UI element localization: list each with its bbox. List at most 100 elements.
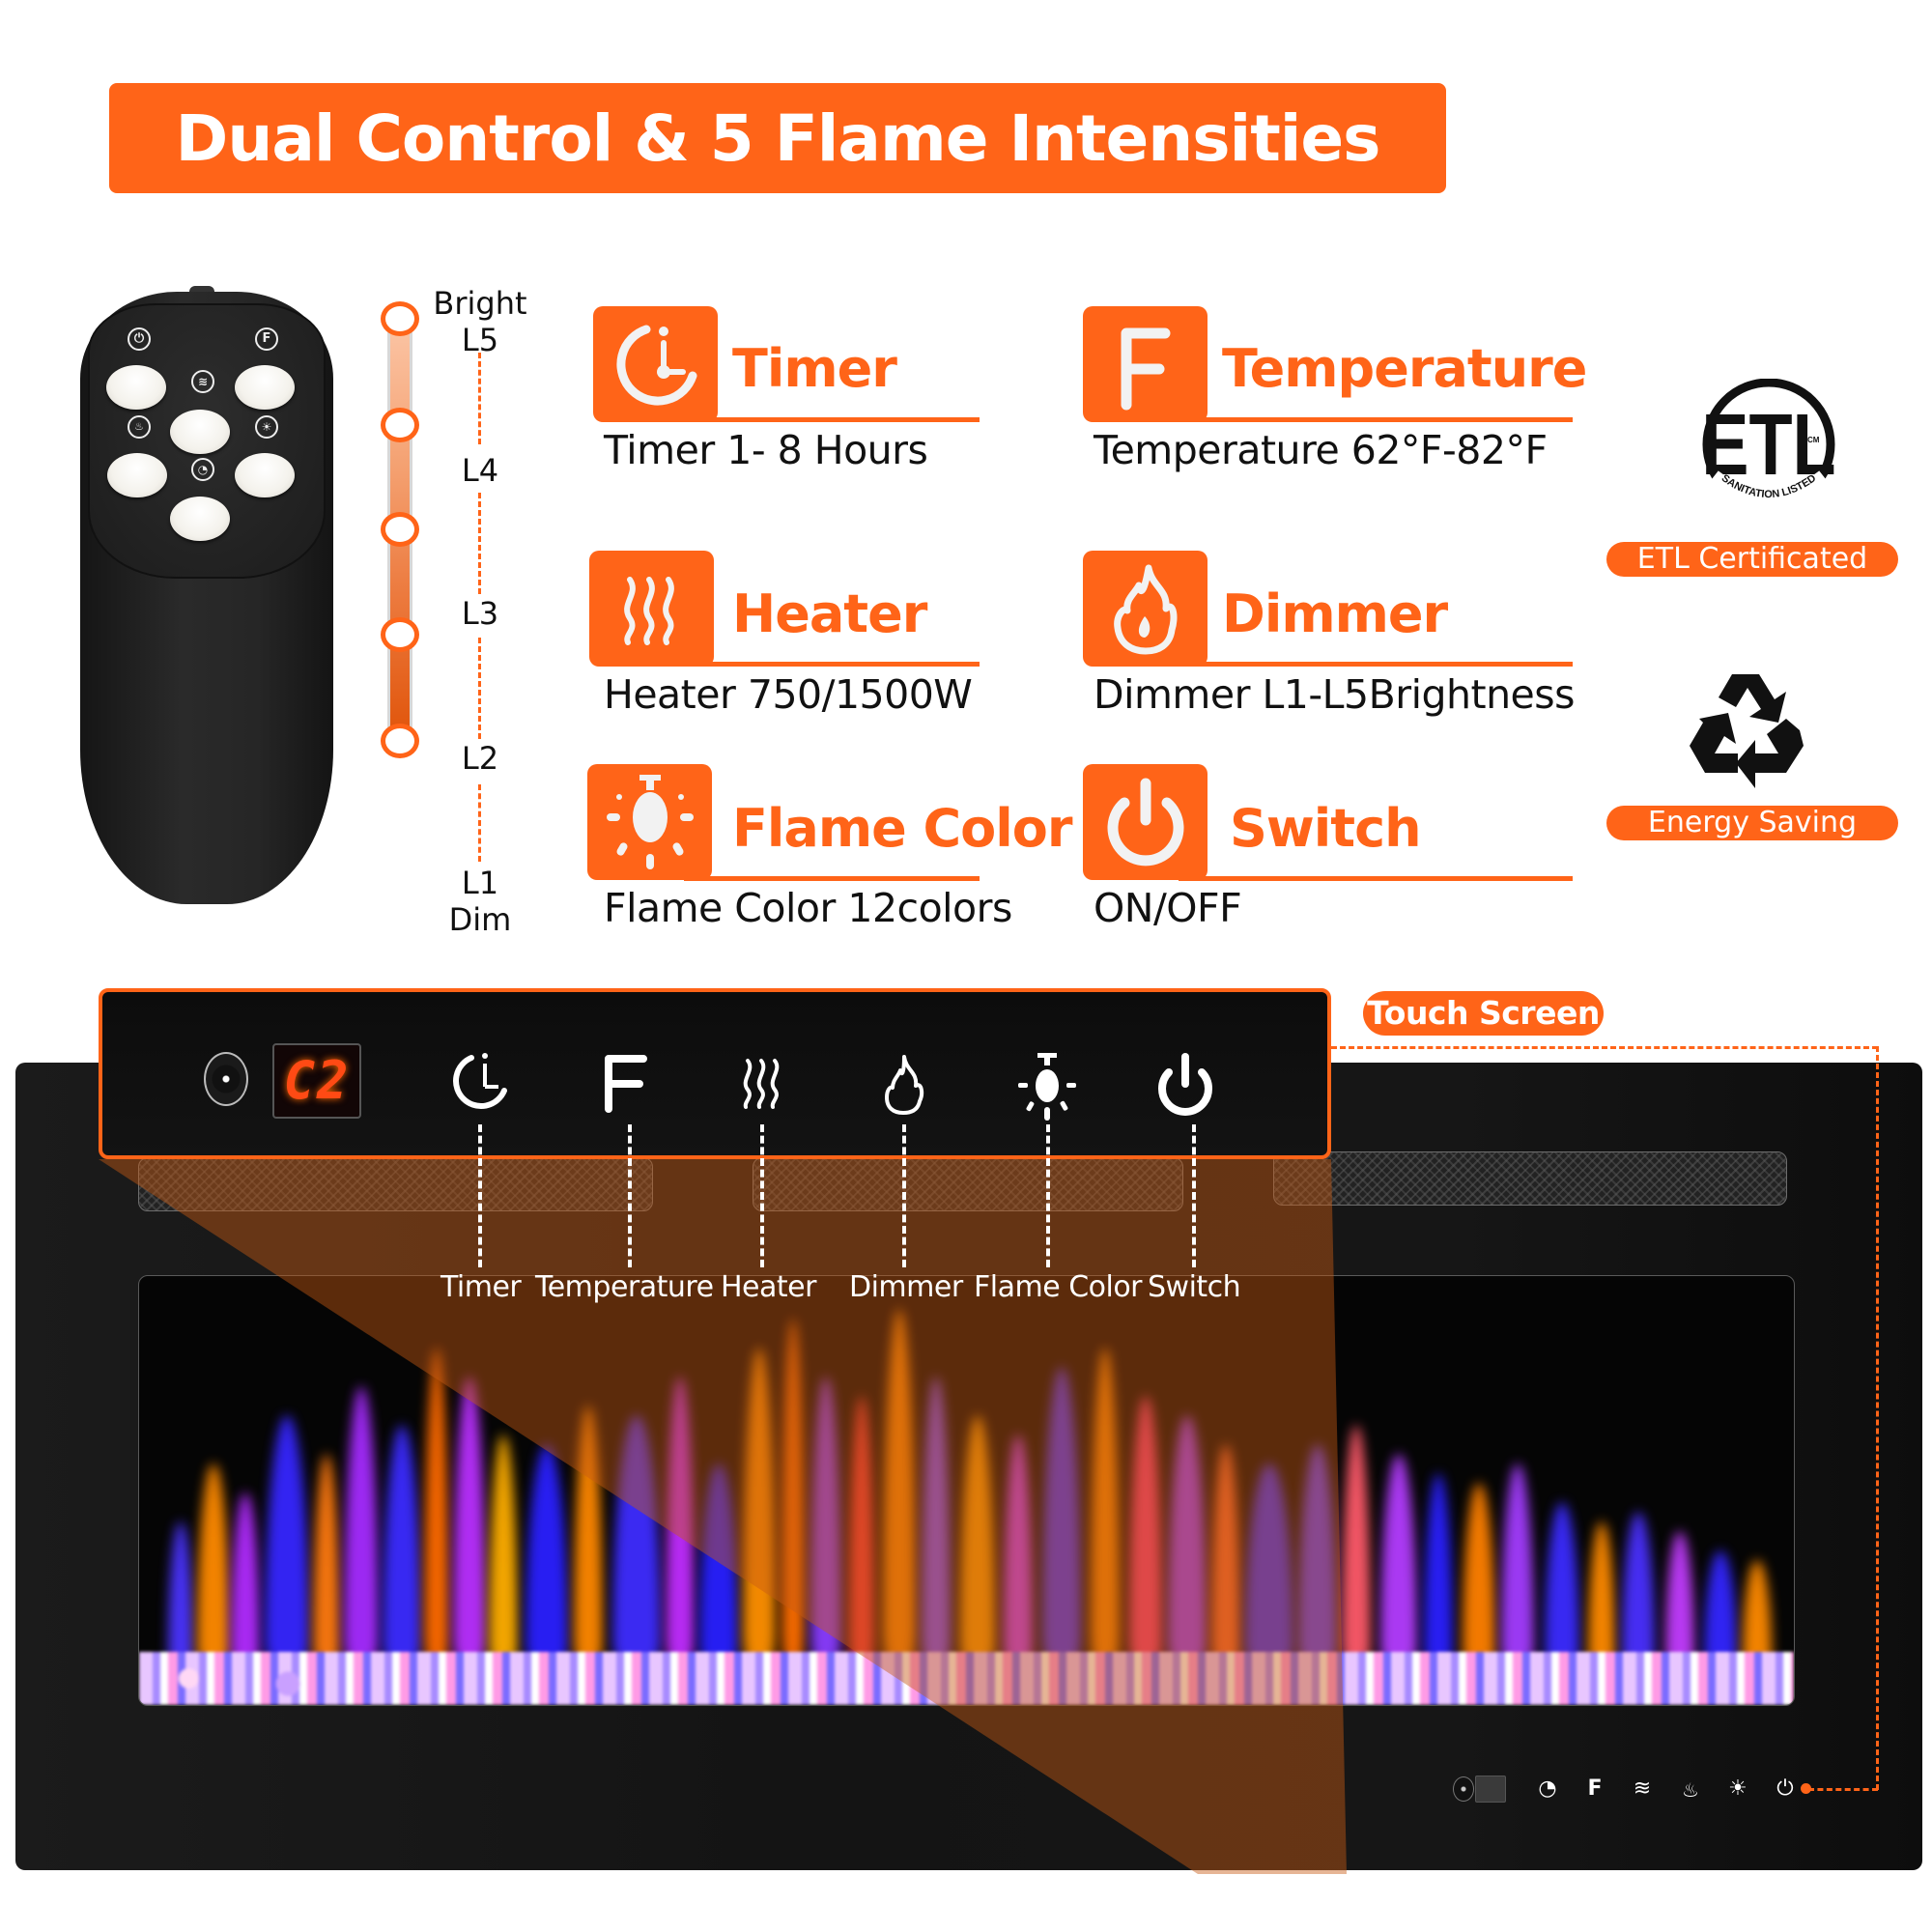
remote-flame-color-button[interactable]	[235, 453, 295, 497]
crystal-ember-bed	[139, 1652, 1794, 1705]
mini-heater-button[interactable]: ≋	[1633, 1776, 1652, 1801]
touch-screen-connector-top	[1331, 1046, 1878, 1049]
mini-dimmer-button[interactable]: ♨	[1682, 1778, 1699, 1802]
level-1-dot	[381, 724, 419, 758]
dimmer-desc: Dimmer L1-L5Brightness	[1094, 671, 1576, 718]
heater-vent-left	[138, 1157, 653, 1211]
fahrenheit-icon	[605, 1055, 647, 1113]
level-4-label: L4	[461, 452, 499, 489]
energy-saving-badge: Energy Saving	[1606, 806, 1898, 840]
heater-vent-center	[753, 1157, 1183, 1211]
power-icon	[1107, 778, 1183, 867]
label-heater: Heater	[721, 1270, 816, 1304]
temperature-icon-box	[1083, 306, 1208, 422]
remote-power-icon: ⏻	[128, 327, 151, 351]
temperature-title: Temperature	[1222, 338, 1587, 399]
flame-display-window	[138, 1275, 1795, 1706]
connector-endpoint-dot	[1801, 1783, 1811, 1794]
panel-temperature-button[interactable]	[601, 1053, 651, 1117]
etl-certificated-badge: ETL Certificated	[1606, 542, 1898, 577]
etl-logo: ETL CM SANITATION LISTED	[1698, 378, 1839, 520]
dimmer-underline	[1179, 662, 1573, 667]
label-switch: Switch	[1148, 1270, 1241, 1304]
touch-screen-connector-bottom	[1808, 1788, 1878, 1791]
touch-screen-connector-side	[1876, 1046, 1879, 1790]
remote-power-button[interactable]	[106, 365, 166, 410]
switch-leader-line	[1192, 1124, 1196, 1267]
heater-icon	[623, 577, 674, 645]
etl-certification-icon: ETL CM SANITATION LISTED	[1701, 378, 1836, 512]
heater-icon	[743, 1059, 780, 1109]
mini-temperature-button[interactable]: F	[1587, 1776, 1603, 1801]
recycle-icon	[1690, 674, 1804, 788]
level-1-label: L1	[461, 865, 499, 901]
bright-label: Bright	[433, 285, 527, 322]
timer-desc: Timer 1- 8 Hours	[604, 427, 928, 473]
fahrenheit-icon	[1121, 327, 1170, 411]
remote-ir-emitter	[189, 286, 214, 296]
heater-desc: Heater 750/1500W	[604, 671, 973, 718]
mini-timer-button[interactable]: ◔	[1538, 1776, 1557, 1801]
panel-power-button[interactable]	[1153, 1051, 1217, 1122]
level-2-label: L2	[461, 740, 499, 777]
svg-text:CM: CM	[1807, 436, 1820, 444]
heater-underline	[686, 662, 980, 667]
mini-led-display	[1475, 1776, 1506, 1803]
mini-ir-receiver	[1453, 1776, 1474, 1802]
timer-title: Timer	[732, 338, 897, 399]
label-timer: Timer	[440, 1270, 522, 1304]
flame-color-underline	[684, 876, 980, 881]
heater-title: Heater	[732, 583, 927, 644]
temperature-leader-line	[628, 1124, 632, 1267]
level-5-label: L5	[461, 322, 499, 358]
dimmer-icon-box	[1083, 551, 1208, 667]
level-4-dot	[381, 408, 419, 442]
timer-icon	[615, 325, 696, 406]
flame-icon	[1113, 564, 1177, 655]
remote-temperature-button[interactable]	[235, 365, 295, 410]
flame-icon	[885, 1055, 924, 1115]
mini-flame-color-button[interactable]: ☀	[1728, 1776, 1747, 1801]
level-5-dot	[381, 301, 419, 336]
switch-desc: ON/OFF	[1094, 885, 1242, 931]
ir-receiver	[204, 1052, 248, 1106]
mini-power-button[interactable]: ⏻	[1776, 1776, 1794, 1801]
heater-leader-line	[760, 1124, 764, 1267]
panel-dimmer-button[interactable]	[879, 1053, 927, 1121]
heater-icon-box	[589, 551, 714, 667]
timer-underline	[690, 417, 980, 422]
remote-heater-button[interactable]	[170, 410, 230, 454]
temperature-desc: Temperature 62°F-82°F	[1094, 427, 1548, 473]
label-temperature: Temperature	[535, 1270, 714, 1304]
switch-underline	[1179, 876, 1573, 881]
switch-title: Switch	[1230, 798, 1422, 859]
header-banner: Dual Control & 5 Flame Intensities	[109, 83, 1446, 193]
power-icon	[1158, 1053, 1212, 1116]
label-dimmer: Dimmer	[849, 1270, 963, 1304]
flame-color-title: Flame Color	[732, 798, 1072, 859]
dimmer-title: Dimmer	[1222, 583, 1448, 644]
heater-vent-right	[1273, 1151, 1787, 1206]
timer-leader-line	[478, 1124, 482, 1267]
label-flame-color: Flame Color	[974, 1270, 1143, 1304]
remote-flame-color-icon: ☀	[255, 415, 278, 439]
panel-heater-button[interactable]	[736, 1057, 786, 1115]
panel-timer-button[interactable]	[446, 1048, 514, 1122]
level-2-dot	[381, 617, 419, 652]
remote-heater-icon: ≋	[191, 370, 214, 393]
remote-timer-button[interactable]	[170, 497, 230, 541]
flame-color-icon-box	[587, 764, 712, 880]
dim-label: Dim	[448, 901, 512, 938]
remote-timer-icon: ◔	[191, 458, 214, 481]
bulb-icon	[1018, 1053, 1076, 1121]
level-3-label: L3	[461, 595, 499, 632]
level-connector	[478, 638, 481, 739]
timer-icon-box	[593, 306, 718, 422]
recycle-logo	[1686, 667, 1811, 792]
remote-dimmer-button[interactable]	[107, 453, 167, 497]
remote-dimmer-icon: ♨	[128, 415, 151, 439]
timer-icon	[453, 1053, 507, 1109]
panel-flame-color-button[interactable]	[1016, 1051, 1078, 1128]
touch-screen-badge: Touch Screen	[1363, 991, 1604, 1036]
temperature-underline	[1179, 417, 1573, 422]
